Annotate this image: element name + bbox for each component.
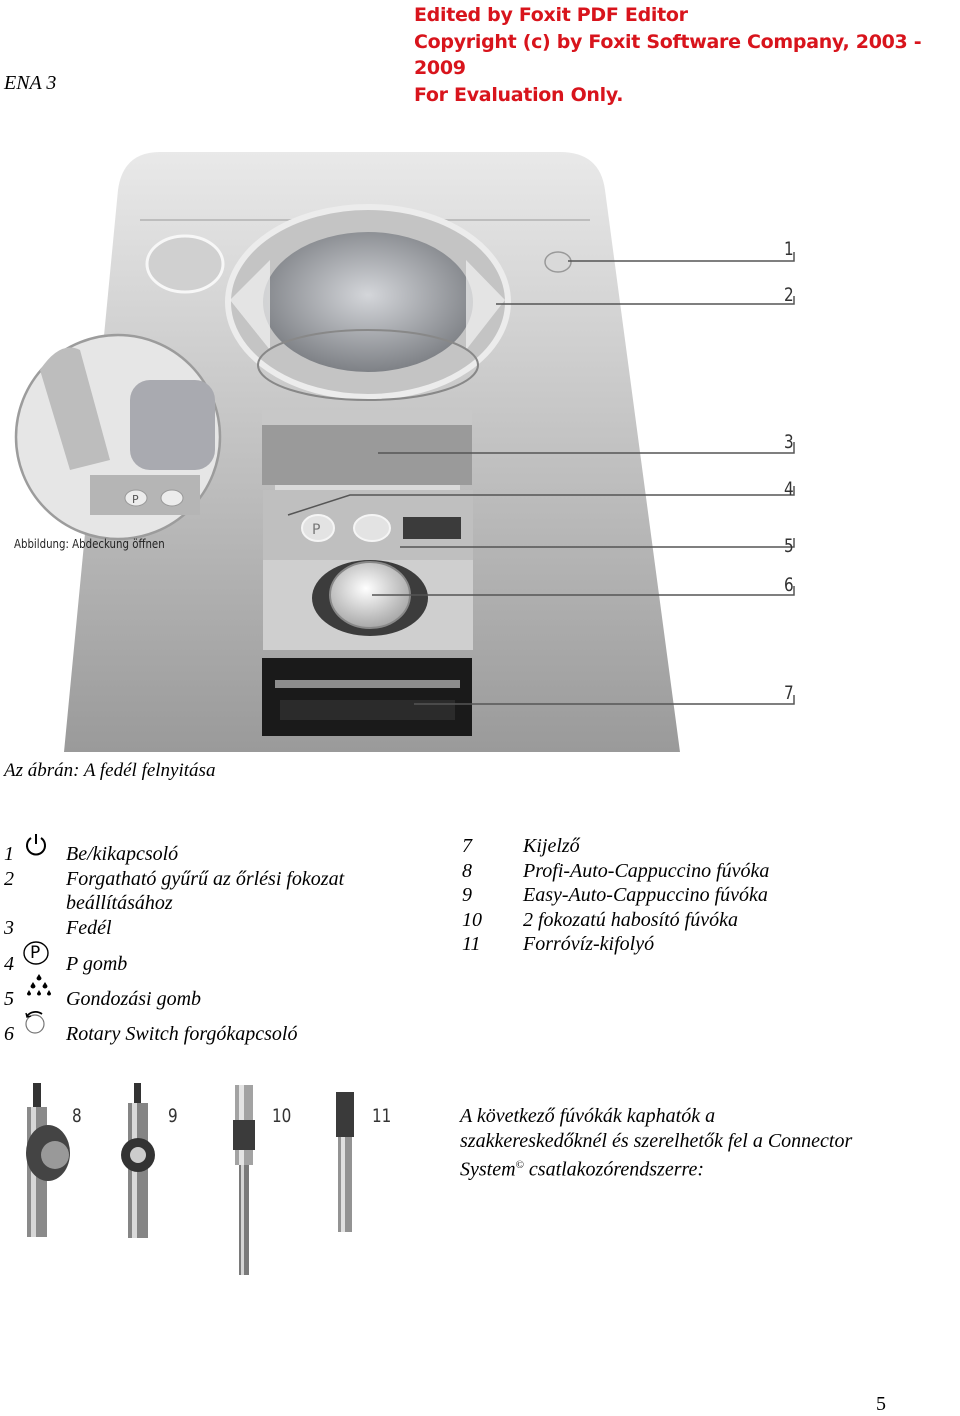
callout-7: 7 (784, 682, 794, 704)
nozzle-label-11: 11 (372, 1105, 392, 1127)
nozzle-11 (336, 1092, 354, 1232)
nozzle-10 (233, 1085, 255, 1275)
legend-right: 7 Kijelző 8 Profi-Auto-Cappuccino fúvóka… (462, 835, 770, 955)
panel-display (403, 517, 461, 539)
connector-system-note: A következő fúvókák kaphatók a szakkeres… (460, 1104, 930, 1182)
inset-p-button (124, 489, 148, 507)
note-line-3: System© csatlakozórendszerre: (460, 1158, 705, 1181)
outlet-area (262, 658, 472, 736)
copyright-mark: © (515, 1159, 524, 1171)
panel-p-button (301, 514, 335, 542)
inset-caption: Abbildung: Abdeckung öffnen (14, 537, 165, 551)
care-drops-icon (26, 973, 52, 1005)
document-header-label: ENA 3 (4, 72, 57, 94)
lid (262, 425, 472, 485)
nozzle-9 (121, 1083, 155, 1238)
callout-5: 5 (784, 535, 794, 557)
watermark-line-3: For Evaluation Only. (414, 83, 624, 106)
callout-lines (287, 252, 795, 705)
left-round-cover (145, 234, 225, 294)
power-button-illustration (544, 251, 572, 273)
figure-caption: Az ábrán: A fedél felnyitása (4, 760, 216, 781)
power-icon (24, 832, 48, 864)
bean-container (263, 232, 473, 372)
legend-left: 1 Be/kikapcsoló 2 Forgatható gyűrű az őr… (0, 834, 440, 1052)
coffee-machine-illustration: P P (14, 152, 795, 752)
note-line-1: A következő fúvókák kaphatók a (460, 1105, 716, 1127)
callout-6: 6 (784, 574, 794, 596)
nozzles-illustration (26, 1083, 354, 1275)
p-button-icon: P (22, 940, 50, 972)
callout-4: 4 (784, 478, 794, 500)
rotary-switch-icon (22, 1010, 48, 1042)
note-line-2: szakkereskedőknél és szerelhetők fel a C… (460, 1129, 853, 1152)
inset-p-label: P (132, 493, 139, 506)
watermark-line-1: Edited by Foxit PDF Editor (414, 4, 688, 26)
nozzle-label-9: 9 (168, 1105, 178, 1127)
callout-1: 1 (784, 238, 794, 260)
panel-p-label: P (312, 522, 320, 538)
page-number: 5 (876, 1393, 886, 1415)
callout-2: 2 (784, 284, 794, 306)
nozzle-8 (26, 1083, 70, 1237)
callout-3: 3 (784, 431, 794, 453)
foxit-watermark: Edited by Foxit PDF Editor Copyright (c)… (414, 2, 960, 108)
nozzle-label-8: 8 (72, 1105, 82, 1127)
nozzle-label-10: 10 (272, 1105, 292, 1127)
panel-care-button (353, 514, 391, 542)
watermark-line-2: Copyright (c) by Foxit Software Company,… (414, 30, 922, 80)
